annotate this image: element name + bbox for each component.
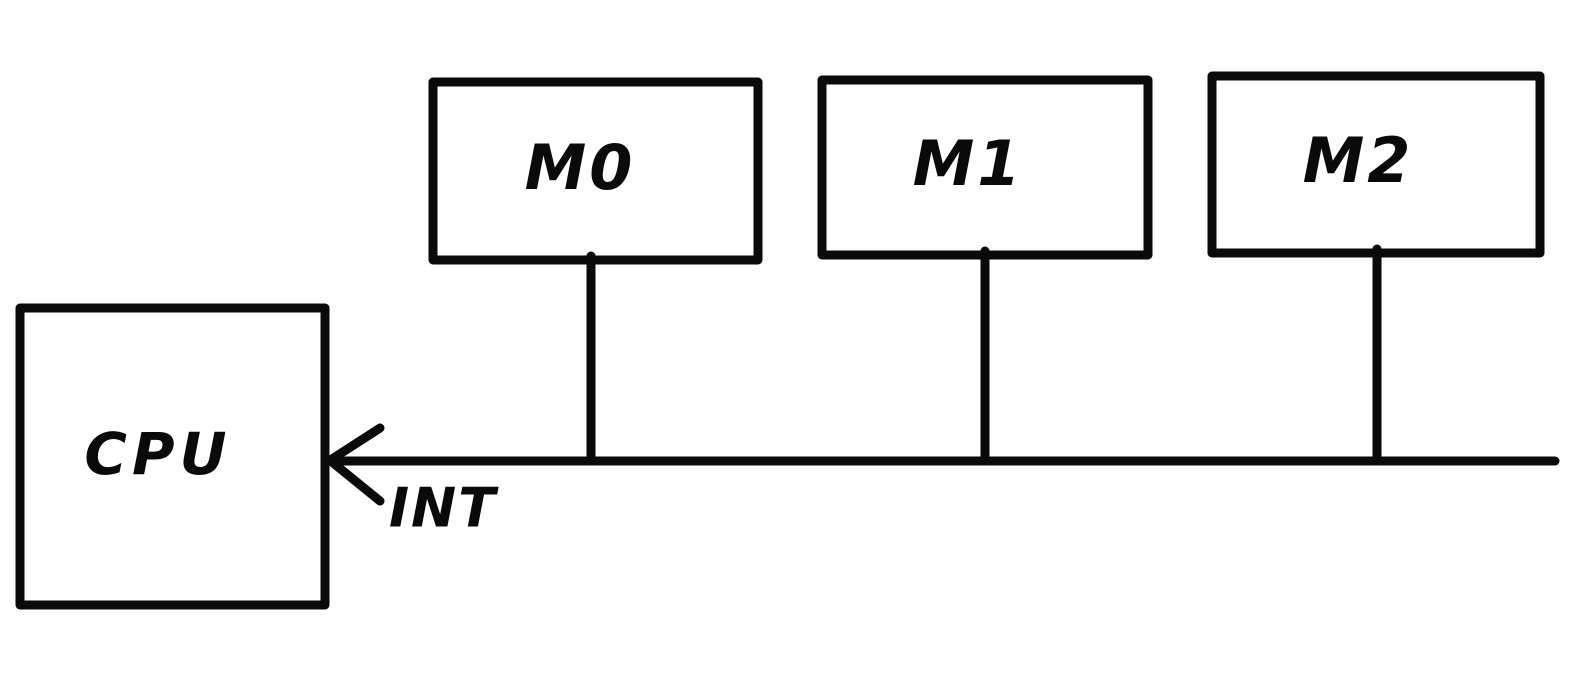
node-m2-label: M2: [1303, 124, 1414, 197]
node-m2[interactable]: M2: [1207, 71, 1545, 258]
node-cpu[interactable]: CPU: [15, 303, 330, 610]
node-m0-box: [428, 77, 763, 265]
node-m1[interactable]: M1: [817, 75, 1153, 260]
node-m2-box: [1207, 71, 1545, 258]
node-m0-label: M0: [525, 131, 636, 204]
node-cpu-box: [15, 303, 330, 610]
node-m1-box: [817, 75, 1153, 260]
node-m1-label: M1: [913, 127, 1024, 200]
bus-label-int: INT: [389, 477, 499, 540]
node-cpu-label: CPU: [84, 420, 231, 488]
node-m0[interactable]: M0: [428, 77, 763, 265]
bus-arrowhead-icon: [327, 423, 385, 506]
